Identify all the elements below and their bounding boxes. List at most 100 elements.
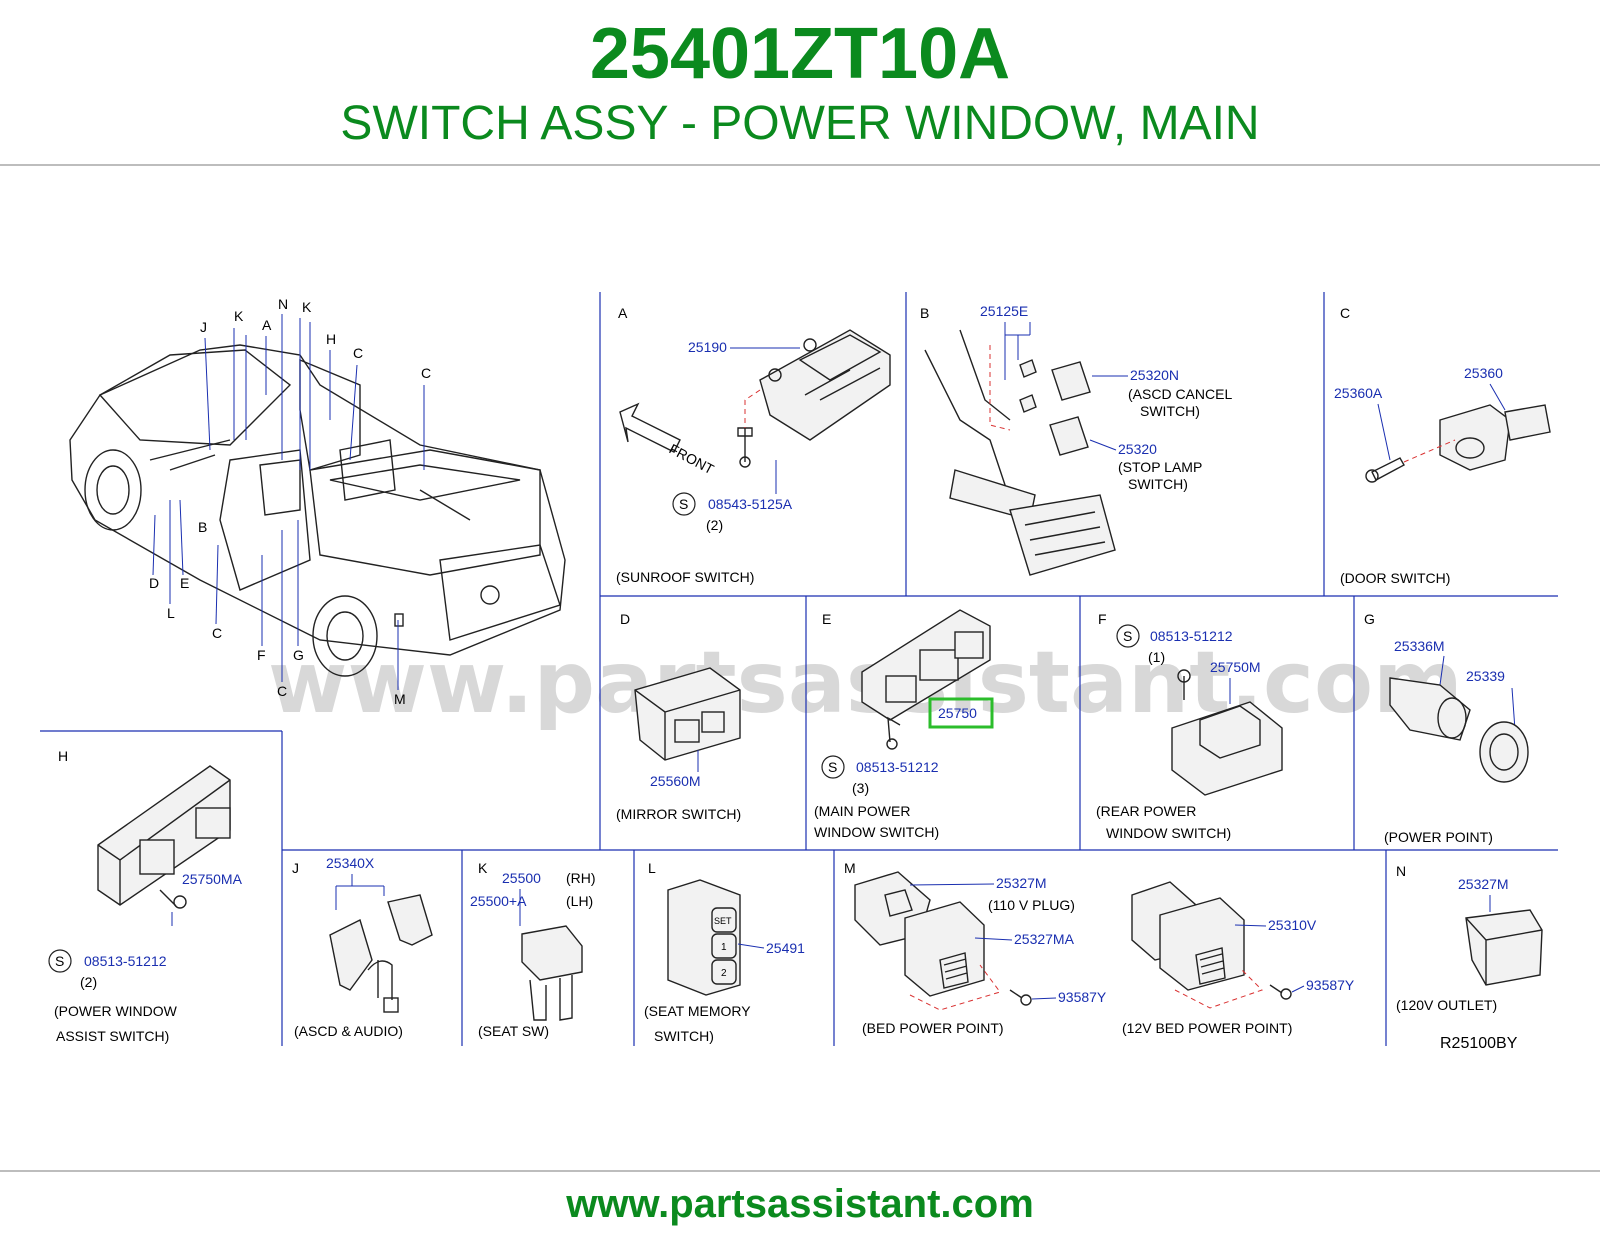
caption-rear-power: (REAR POWER — [1096, 803, 1196, 819]
button-set-label: SET — [714, 916, 732, 926]
part-25750ma[interactable]: 25750MA — [182, 871, 243, 887]
parts-diagram: www.partsassistant.com — [0, 272, 1600, 1058]
caption-door-switch: (DOOR SWITCH) — [1340, 570, 1450, 586]
part-25750[interactable]: 25750 — [938, 705, 977, 721]
footer-url[interactable]: www.partsassistant.com — [566, 1182, 1034, 1226]
caption-seat-sw: (SEAT SW) — [478, 1023, 549, 1039]
part-25320n[interactable]: 25320N — [1130, 367, 1179, 383]
section-b: B 25125E 25320N (ASCD CANCEL SWITCH) 253… — [920, 303, 1232, 576]
part-25360a[interactable]: 25360A — [1334, 385, 1383, 401]
button-2-label: 2 — [721, 968, 727, 979]
part-25327m-n[interactable]: 25327M — [1458, 876, 1509, 892]
note-stop-switch: SWITCH) — [1128, 476, 1188, 492]
part-25500a[interactable]: 25500+A — [470, 893, 527, 909]
power-point-cap — [1479, 721, 1529, 783]
sunroof-switch-bracket — [759, 329, 891, 441]
part-25339[interactable]: 25339 — [1466, 668, 1505, 684]
section-f: F S 08513-51212 (1) 25750M (REAR POWER W… — [1096, 611, 1283, 841]
section-g: G 25336M 25339 (POWER POINT) — [1364, 611, 1529, 845]
part-25360[interactable]: 25360 — [1464, 365, 1503, 381]
caption-window-switch-f: WINDOW SWITCH) — [1106, 825, 1231, 841]
power-point-socket — [1389, 677, 1471, 741]
door-switch — [1439, 404, 1511, 471]
part-25500[interactable]: 25500 — [502, 870, 541, 886]
part-25310v[interactable]: 25310V — [1268, 917, 1317, 933]
part-08513-51212-h[interactable]: 08513-51212 — [84, 953, 167, 969]
truck-label-h: H — [326, 331, 336, 347]
part-93587y-1[interactable]: 93587Y — [1058, 989, 1107, 1005]
diagram-svg: www.partsassistant.com — [40, 292, 1558, 1052]
caption-switch-l: SWITCH) — [654, 1028, 714, 1044]
truck-label-g: G — [293, 647, 304, 663]
section-l: L SET 1 2 25491 (SEAT MEMORY SWITCH) — [644, 860, 805, 1044]
section-g-letter: G — [1364, 611, 1375, 627]
truck-label-f: F — [257, 647, 266, 663]
ascd-cancel-switch — [1051, 361, 1091, 401]
audio-switch-right — [387, 894, 433, 946]
section-b-letter: B — [920, 305, 929, 321]
truck-location-labels: J K A N K H C C B D E L C F G C M — [149, 296, 431, 707]
part-25125e[interactable]: 25125E — [980, 303, 1028, 319]
section-n-letter: N — [1396, 863, 1406, 879]
screw-marker-f: S — [1123, 628, 1132, 644]
mirror-switch — [634, 667, 741, 761]
caption-120v-outlet: (120V OUTLET) — [1396, 997, 1497, 1013]
note-stop-lamp: (STOP LAMP — [1118, 459, 1202, 475]
section-d: D 25560M (MIRROR SWITCH) — [616, 611, 741, 822]
part-number: 25401ZT10A — [589, 14, 1011, 94]
qty-f: (1) — [1148, 649, 1165, 665]
part-25340x[interactable]: 25340X — [326, 855, 375, 871]
seat-switch — [521, 925, 583, 981]
truck-label-c1: C — [353, 345, 363, 361]
qty-a: (2) — [706, 517, 723, 533]
truck-label-m: M — [394, 691, 406, 707]
part-25320[interactable]: 25320 — [1118, 441, 1157, 457]
section-l-letter: L — [648, 860, 656, 876]
section-j: J 25340X (ASCD & AUDIO) — [292, 855, 433, 1039]
truck-label-a: A — [262, 317, 272, 333]
highlight-box — [928, 697, 994, 729]
screw-marker-h: S — [55, 953, 64, 969]
section-m-letter: M — [844, 860, 856, 876]
section-e: E 25750 S 08513-51212 (3) (MAIN POWER WI… — [814, 609, 994, 840]
part-description: SWITCH ASSY - POWER WINDOW, MAIN — [340, 97, 1260, 150]
caption-mirror-switch: (MIRROR SWITCH) — [616, 806, 741, 822]
truck-label-l: L — [167, 605, 175, 621]
caption-seat-memory: (SEAT MEMORY — [644, 1003, 751, 1019]
part-25560m[interactable]: 25560M — [650, 773, 701, 789]
button-1-label: 1 — [721, 942, 727, 953]
screw-marker-a: S — [679, 496, 688, 512]
section-n: N 25327M (120V OUTLET) R25100BY — [1396, 863, 1543, 1052]
truck-illustration — [69, 344, 566, 677]
caption-main-power: (MAIN POWER — [814, 803, 910, 819]
caption-12v-bed-power-point: (12V BED POWER POINT) — [1122, 1020, 1292, 1036]
part-25327ma[interactable]: 25327MA — [1014, 931, 1075, 947]
section-d-letter: D — [620, 611, 630, 627]
caption-power-window: (POWER WINDOW — [54, 1003, 178, 1019]
header-divider — [0, 164, 1600, 166]
part-93587y-2[interactable]: 93587Y — [1306, 977, 1355, 993]
stop-lamp-switch — [1049, 416, 1089, 456]
caption-power-point: (POWER POINT) — [1384, 829, 1493, 845]
12v-bed-power-point — [1159, 897, 1245, 991]
part-25327m-m[interactable]: 25327M — [996, 875, 1047, 891]
front-arrow-icon — [619, 402, 681, 453]
part-25190[interactable]: 25190 — [688, 339, 727, 355]
section-k: K 25500 (RH) 25500+A (LH) (SEAT SW) — [470, 860, 596, 1039]
truck-label-d: D — [149, 575, 159, 591]
part-08543-5125a[interactable]: 08543-5125A — [708, 496, 793, 512]
section-k-letter: K — [478, 860, 488, 876]
caption-bed-power-point: (BED POWER POINT) — [862, 1020, 1004, 1036]
part-25750m[interactable]: 25750M — [1210, 659, 1261, 675]
part-08513-51212-f[interactable]: 08513-51212 — [1150, 628, 1233, 644]
diagram-code: R25100BY — [1440, 1035, 1518, 1052]
truck-label-n: N — [278, 296, 288, 312]
part-25336m[interactable]: 25336M — [1394, 638, 1445, 654]
side-rh: (RH) — [566, 870, 596, 886]
screw-marker-icon — [48, 949, 72, 973]
part-08513-51212-e[interactable]: 08513-51212 — [856, 759, 939, 775]
note-ascd-switch: SWITCH) — [1140, 403, 1200, 419]
caption-sunroof-switch: (SUNROOF SWITCH) — [616, 569, 754, 585]
part-25491[interactable]: 25491 — [766, 940, 805, 956]
section-m: M 25327M (110 V PLUG) 25327MA 93587Y (BE… — [844, 860, 1355, 1036]
